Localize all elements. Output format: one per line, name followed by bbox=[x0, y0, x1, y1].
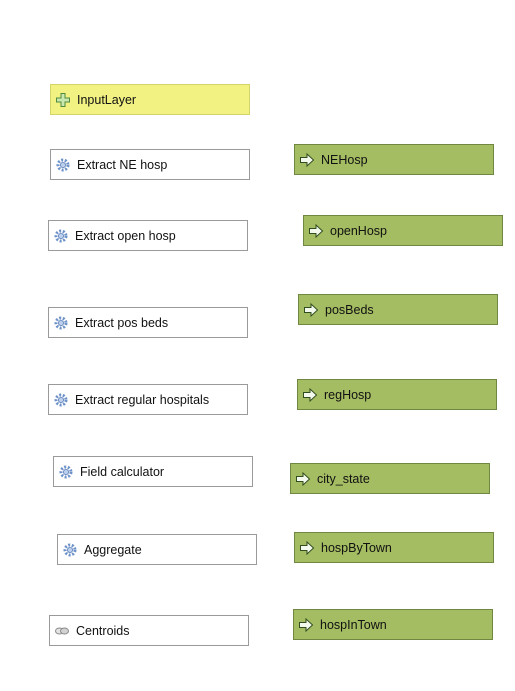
input-layer-node[interactable]: InputLayer bbox=[50, 84, 250, 115]
output-label: city_state bbox=[317, 471, 370, 486]
gear-icon bbox=[58, 464, 74, 480]
algorithm-node-extract-ne-hosp[interactable]: Extract NE hosp bbox=[50, 149, 250, 180]
output-label: openHosp bbox=[330, 223, 387, 238]
algorithm-label: Extract NE hosp bbox=[77, 157, 168, 172]
arrow-right-icon bbox=[295, 471, 311, 487]
algorithm-node-field-calculator[interactable]: Field calculator bbox=[53, 456, 253, 487]
output-label: hospByTown bbox=[321, 540, 392, 555]
output-node-city-state[interactable]: city_state bbox=[290, 463, 490, 494]
output-node-reghosp[interactable]: regHosp bbox=[297, 379, 497, 410]
algorithm-node-extract-regular-hospitals[interactable]: Extract regular hospitals bbox=[48, 384, 248, 415]
output-node-openhosp[interactable]: openHosp bbox=[303, 215, 503, 246]
output-node-posbeds[interactable]: posBeds bbox=[298, 294, 498, 325]
link-icon bbox=[54, 623, 70, 639]
input-layer-label: InputLayer bbox=[77, 92, 137, 107]
algorithm-label: Extract open hosp bbox=[75, 228, 176, 243]
algorithm-label: Extract pos beds bbox=[75, 315, 169, 330]
arrow-right-icon bbox=[303, 302, 319, 318]
algorithm-node-extract-pos-beds[interactable]: Extract pos beds bbox=[48, 307, 248, 338]
gear-icon bbox=[53, 392, 69, 408]
gear-icon bbox=[53, 228, 69, 244]
arrow-right-icon bbox=[299, 540, 315, 556]
gear-icon bbox=[62, 542, 78, 558]
algorithm-label: Centroids bbox=[76, 623, 130, 638]
algorithm-label: Aggregate bbox=[84, 542, 142, 557]
plus-icon bbox=[55, 92, 71, 108]
output-node-hospintown[interactable]: hospInTown bbox=[293, 609, 493, 640]
algorithm-node-centroids[interactable]: Centroids bbox=[49, 615, 249, 646]
arrow-right-icon bbox=[302, 387, 318, 403]
output-label: hospInTown bbox=[320, 617, 387, 632]
algorithm-label: Field calculator bbox=[80, 464, 165, 479]
output-node-hospbytown[interactable]: hospByTown bbox=[294, 532, 494, 563]
algorithm-label: Extract regular hospitals bbox=[75, 392, 210, 407]
arrow-right-icon bbox=[308, 223, 324, 239]
output-label: NEHosp bbox=[321, 152, 368, 167]
algorithm-node-extract-open-hosp[interactable]: Extract open hosp bbox=[48, 220, 248, 251]
output-node-nehosp[interactable]: NEHosp bbox=[294, 144, 494, 175]
output-label: posBeds bbox=[325, 302, 374, 317]
arrow-right-icon bbox=[299, 152, 315, 168]
arrow-right-icon bbox=[298, 617, 314, 633]
algorithm-node-aggregate[interactable]: Aggregate bbox=[57, 534, 257, 565]
output-label: regHosp bbox=[324, 387, 372, 402]
gear-icon bbox=[55, 157, 71, 173]
gear-icon bbox=[53, 315, 69, 331]
